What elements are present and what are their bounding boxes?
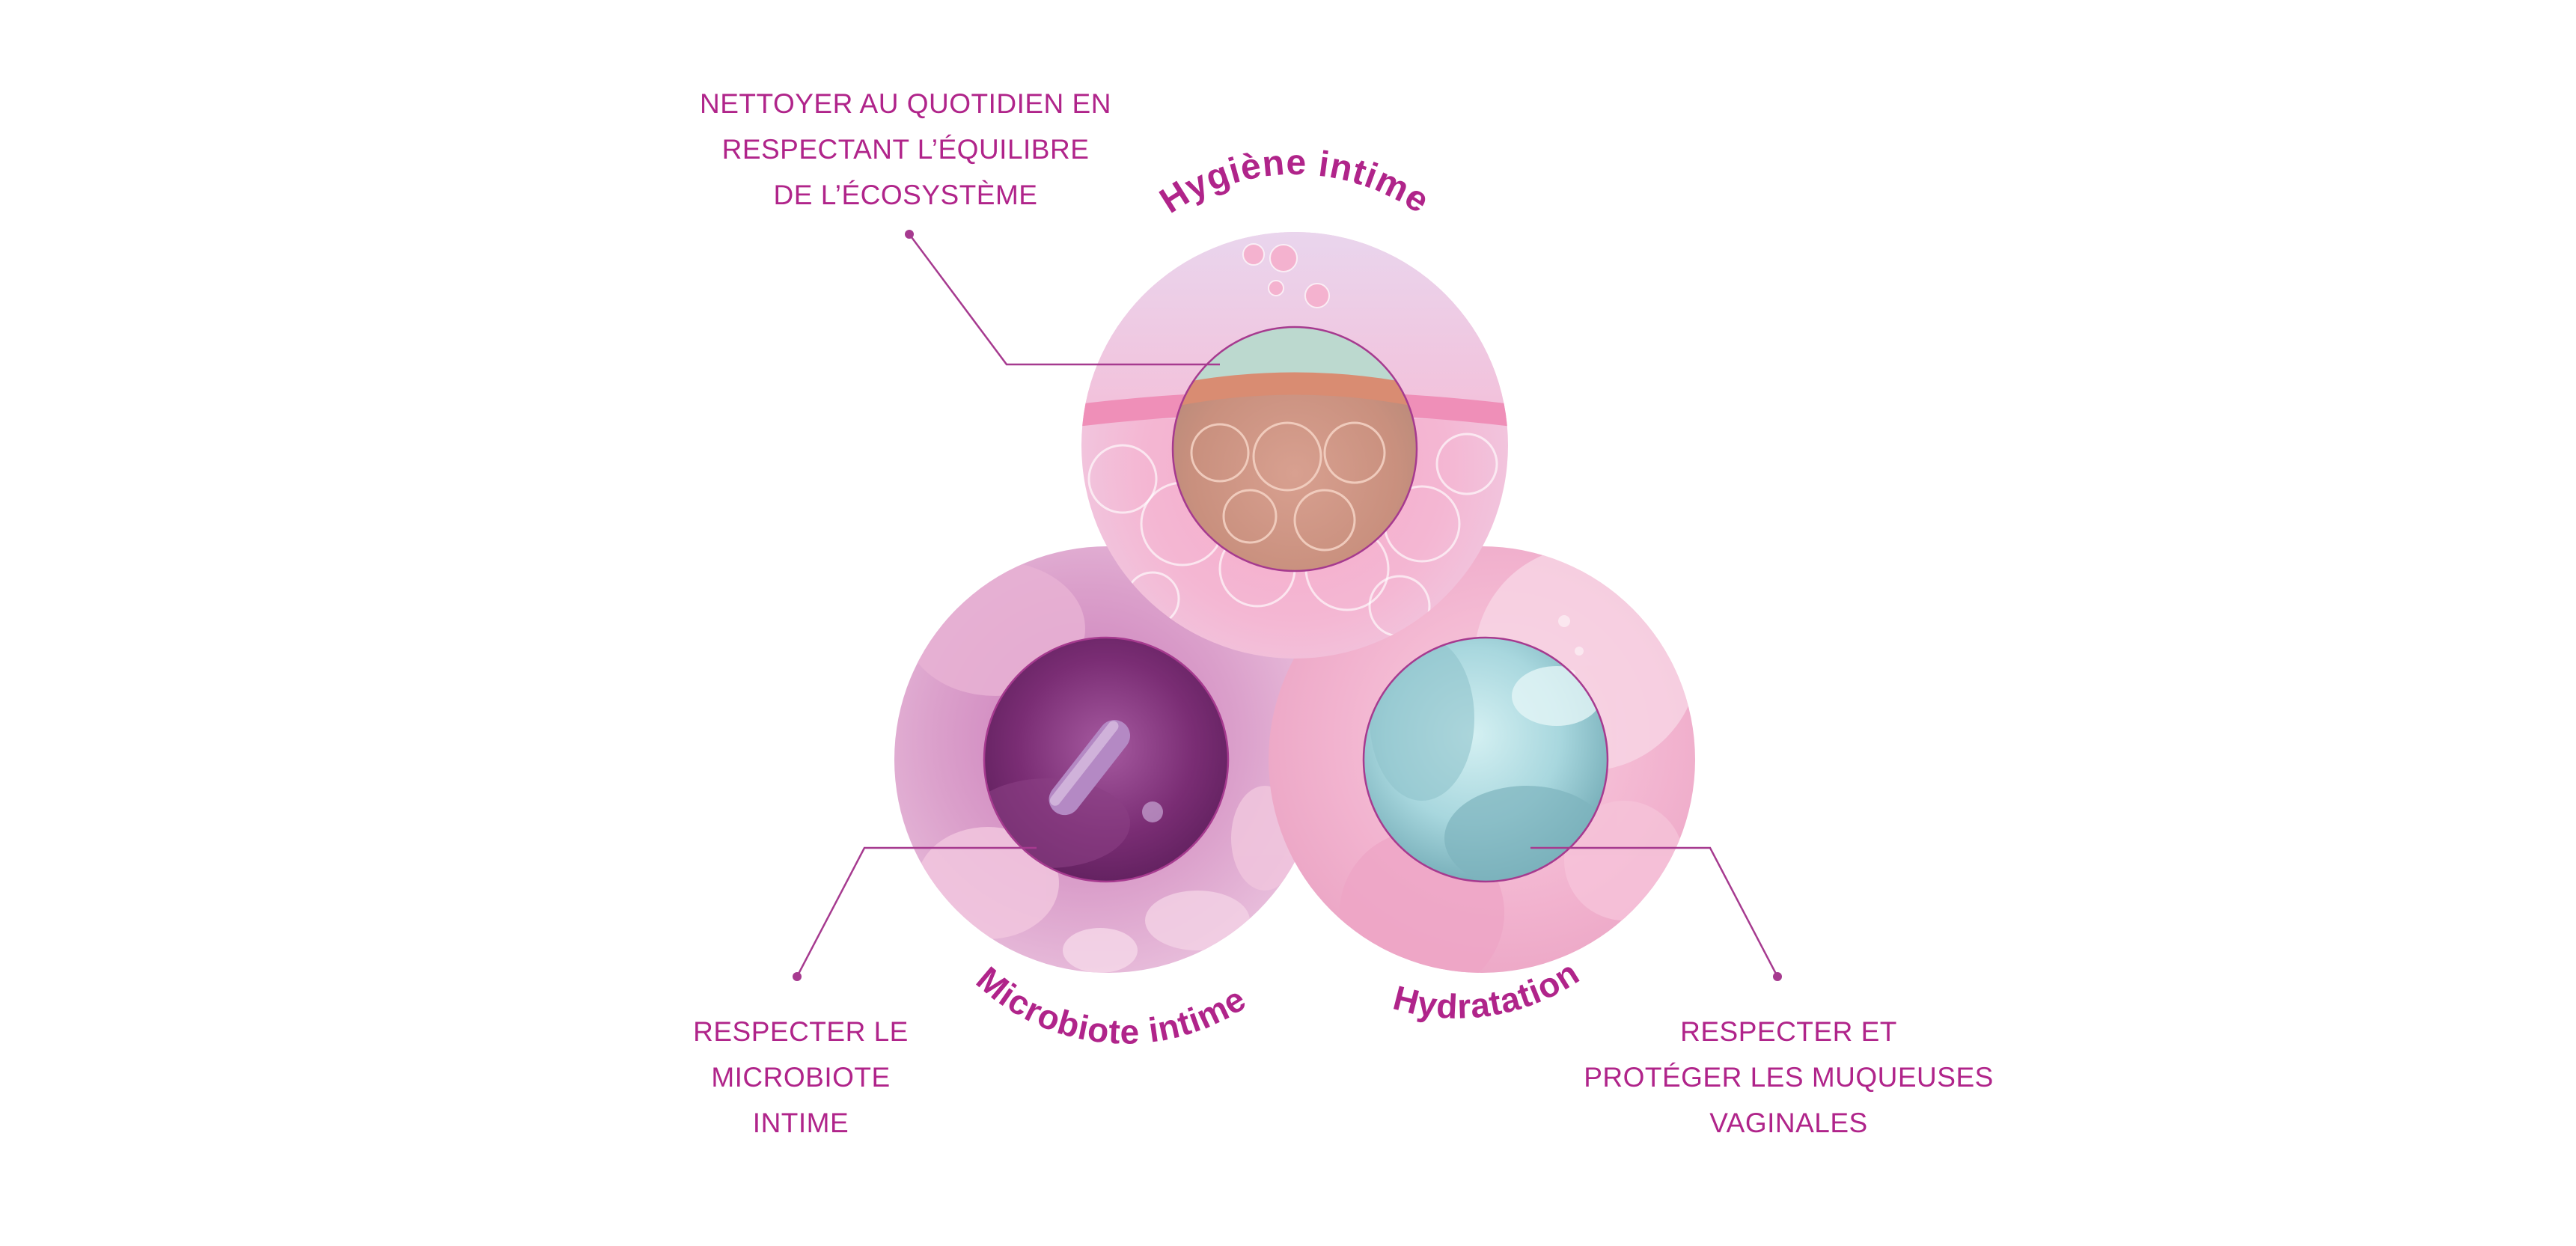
caption-top-line: NETTOYER AU QUOTIDIEN EN — [700, 88, 1111, 119]
caption-left-line: INTIME — [752, 1108, 849, 1138]
caption-left-line: MICROBIOTE — [711, 1062, 891, 1093]
callout-right-dot — [1773, 972, 1782, 981]
callout-top — [905, 230, 1220, 366]
caption-right-line: RESPECTER ET — [1680, 1016, 1897, 1047]
caption-right-line: VAGINALES — [1709, 1108, 1868, 1138]
caption-top: NETTOYER AU QUOTIDIEN EN RESPECTANT L’ÉQ… — [651, 81, 1160, 218]
microbiote-circle — [894, 546, 1321, 973]
callout-left-dot — [793, 972, 802, 981]
callout-top-dot — [905, 230, 914, 239]
caption-right-line: PROTÉGER LES MUQUEUSES — [1584, 1062, 1994, 1093]
hygiene-title: Hygiène intime — [1153, 143, 1437, 222]
caption-left: RESPECTER LE MICROBIOTE INTIME — [651, 1009, 950, 1146]
caption-left-line: RESPECTER LE — [693, 1016, 909, 1047]
callout-right — [1530, 846, 1782, 981]
bacteria-icon — [1049, 720, 1131, 816]
hygiene-circle — [1081, 232, 1508, 659]
hydratation-inner-circle — [1362, 636, 1609, 883]
caption-right: RESPECTER ET PROTÉGER LES MUQUEUSES VAGI… — [1519, 1009, 2058, 1146]
callout-left — [793, 846, 1037, 981]
caption-top-line: RESPECTANT L’ÉQUILIBRE — [721, 134, 1090, 165]
caption-top-line: DE L’ÉCOSYSTÈME — [773, 180, 1038, 210]
